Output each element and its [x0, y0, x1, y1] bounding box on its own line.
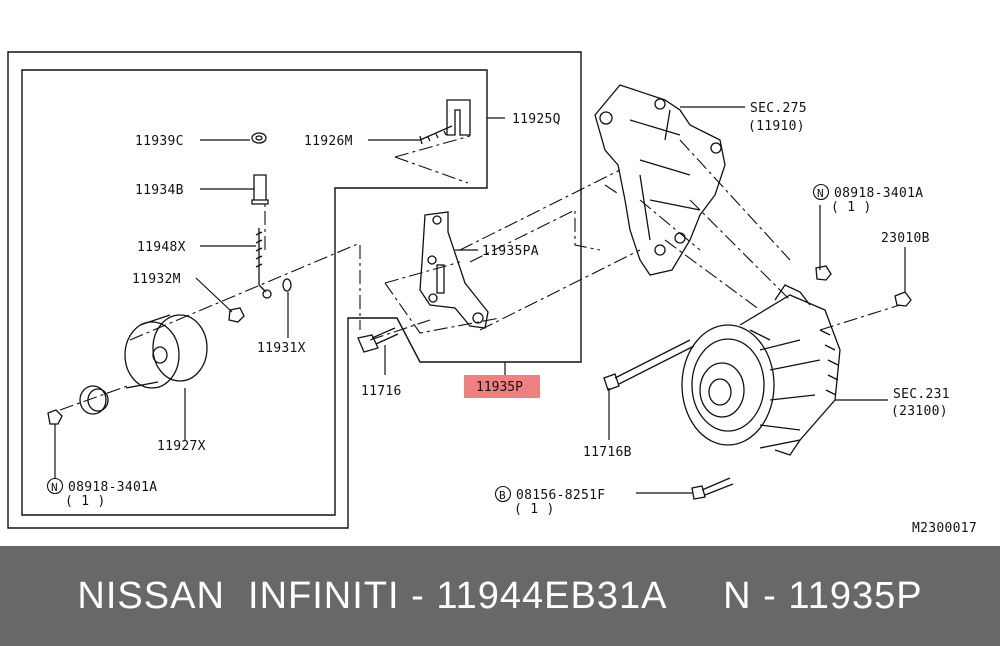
part-11932m-nut [228, 307, 245, 323]
label-nut-left-qty: ( 1 ) [65, 494, 106, 509]
label-nut-right: 08918-3401A [834, 186, 923, 201]
label-23010b: 23010B [881, 231, 930, 246]
part-nut-left [47, 409, 63, 425]
label-nut-left: 08918-3401A [68, 480, 157, 495]
part-11934b-stud [251, 174, 269, 205]
label-11948x: 11948X [137, 240, 186, 255]
label-sec275-sub: (11910) [748, 119, 805, 134]
label-11931x: 11931X [257, 341, 306, 356]
label-sec231: SEC.231 [893, 387, 950, 402]
dashed-guides [59, 135, 901, 411]
outer-frame [7, 51, 582, 529]
label-bolt-b-qty: ( 1 ) [514, 502, 555, 517]
label-sec231-sub: (23100) [891, 404, 948, 419]
n-mark-left: N [51, 481, 58, 494]
n-mark-right: N [817, 187, 824, 200]
part-11927x-pulley [124, 321, 180, 389]
diagram-canvas: 11925Q 11926M 11939C 11934B 11948X 11932… [7, 51, 977, 536]
b-mark-icon [494, 485, 512, 503]
label-11925q: 11925Q [512, 112, 561, 127]
part-11931x-washer [282, 278, 292, 292]
part-sec275-bracket [594, 84, 726, 276]
label-11932m: 11932M [132, 272, 181, 287]
highlight-11935p [464, 375, 540, 398]
part-11716b-bolt [603, 339, 695, 391]
part-11925q-bracket [446, 99, 471, 136]
footer-bar: NISSAN INFINITI - 11944EB31A N - 11935P [0, 546, 1000, 646]
part-sec231-alternator [681, 284, 841, 456]
part-23010b-nut [894, 291, 912, 307]
label-11935pa: 11935PA [482, 244, 539, 259]
label-11926m: 11926M [304, 134, 353, 149]
parts-diagram: 11925Q 11926M 11939C 11934B 11948X 11932… [7, 51, 977, 536]
label-11935p: 11935P [476, 380, 523, 395]
label-11716b: 11716B [583, 445, 632, 460]
label-sec275: SEC.275 [750, 101, 807, 116]
label-11716: 11716 [361, 384, 402, 399]
n-mark-icon [812, 183, 830, 201]
part-11948x-bolt [255, 228, 267, 293]
n-mark-icon [46, 477, 64, 495]
label-nut-right-qty: ( 1 ) [831, 200, 872, 215]
label-11934b: 11934B [135, 183, 184, 198]
label-11927x: 11927X [157, 439, 206, 454]
footer-title: NISSAN INFINITI - 11944EB31A N - 11935P [77, 574, 923, 617]
part-08156-bolt [691, 477, 734, 500]
part-nut-right [815, 265, 832, 281]
leader-lines [54, 106, 906, 494]
inner-frame [21, 69, 488, 516]
label-bolt-b: 08156-8251F [516, 488, 605, 503]
diagram-code: M2300017 [912, 521, 977, 536]
label-11939c: 11939C [135, 134, 184, 149]
part-11926m-bolt [419, 125, 453, 145]
b-mark: B [499, 489, 506, 502]
part-pulley-washer [79, 385, 107, 415]
part-11716-bolt [357, 327, 399, 353]
part-11939c-washer [251, 132, 267, 144]
part-11935pa-bracket [419, 211, 489, 329]
